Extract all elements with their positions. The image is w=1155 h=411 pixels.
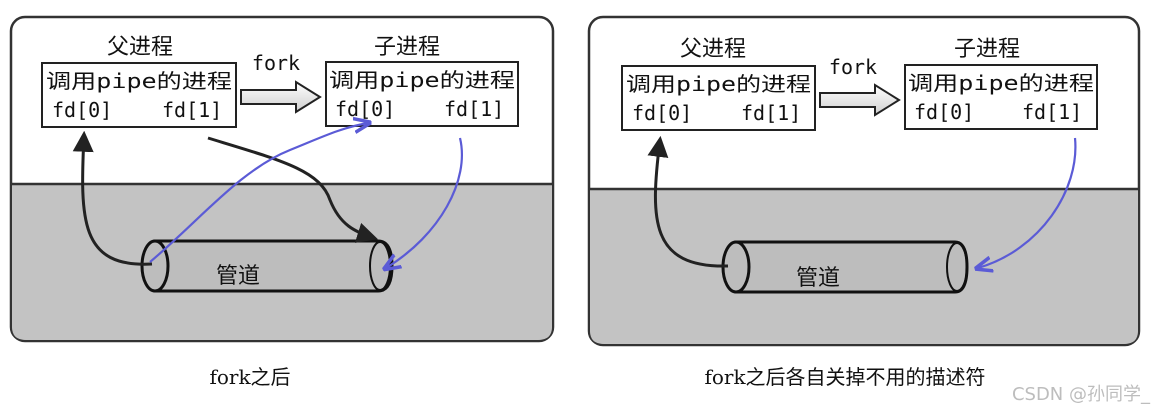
- pipe-cylinder: [140, 239, 394, 293]
- child-process-box: [904, 64, 1098, 130]
- pipe-label: 管道: [796, 266, 840, 291]
- parent-title: 父进程: [680, 37, 746, 62]
- child-read-arrow: [149, 123, 368, 263]
- parent-process-box: [41, 62, 237, 128]
- parent-box-title: 调用pipe的进程: [626, 72, 811, 96]
- child-title: 子进程: [954, 37, 1020, 62]
- caption: fork之后各自关掉不用的描述符: [704, 365, 985, 389]
- child-fd0: fd[0]: [335, 97, 395, 121]
- parent-fd0: fd[0]: [52, 98, 112, 122]
- child-process-box: [325, 61, 519, 127]
- child-fd0: fd[0]: [914, 100, 974, 124]
- child-box-title: 调用pipe的进程: [908, 71, 1094, 95]
- child-box-title: 调用pipe的进程: [329, 68, 515, 92]
- pipe-cylinder: [721, 240, 969, 294]
- pipe-label: 管道: [216, 264, 260, 289]
- parent-read-arrow: [647, 135, 729, 268]
- parent-fd0: fd[0]: [632, 101, 692, 125]
- child-title: 子进程: [374, 35, 440, 60]
- watermark: CSDN @孙同学_: [1012, 384, 1151, 405]
- fork-label: fork: [252, 51, 300, 75]
- child-write-arrow: [386, 137, 463, 268]
- child-write-arrow: [978, 137, 1077, 268]
- parent-process-box: [621, 65, 816, 131]
- caption: fork之后: [209, 365, 290, 389]
- panel-close-unused-fds: 父进程 子进程 fork 调用pipe的进程 fd[0] fd[1] 调用pip…: [587, 15, 1141, 389]
- fork-arrow: [240, 80, 322, 114]
- parent-box-title: 调用pipe的进程: [46, 69, 232, 93]
- parent-fd1: fd[1]: [741, 101, 801, 125]
- parent-write-arrow: [207, 136, 379, 243]
- child-fd1: fd[1]: [1022, 100, 1082, 124]
- child-fd1: fd[1]: [444, 97, 504, 121]
- parent-fd1: fd[1]: [162, 98, 222, 122]
- parent-title: 父进程: [107, 35, 173, 60]
- parent-read-arrow: [72, 130, 153, 266]
- fork-arrow: [819, 83, 901, 117]
- fork-label: fork: [829, 55, 877, 79]
- panel-fork-after: 父进程 子进程 fork 调用pipe的进程 fd[0] fd[1] 调用pip…: [9, 15, 555, 389]
